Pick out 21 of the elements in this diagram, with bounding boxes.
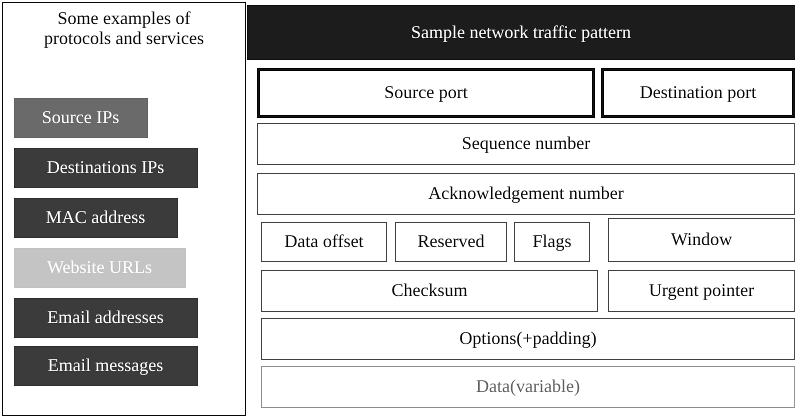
field-box: Acknowledgement number [257,173,795,215]
panel-box [2,2,246,416]
item-label: Website URLs [14,248,186,288]
field-box: Source port [257,68,595,118]
field-box: Reserved [395,222,507,262]
field-box: Checksum [261,270,598,312]
panel-heading: Some examples of protocols and services [43,9,205,49]
field-box: Data offset [261,222,387,262]
item-label: Email messages [14,346,198,386]
item-label: MAC address [14,198,178,238]
item-label: Email addresses [14,298,198,338]
field-box: Data(variable) [261,366,795,408]
item-label: Source IPs [14,98,148,138]
item-label: Destinations IPs [14,148,198,188]
field-box: Destination port [601,68,795,118]
field-box: Options(+padding) [261,318,795,360]
field-box: Urgent pointer [608,270,795,312]
field-box: Sequence number [257,123,795,165]
header-bar: Sample network traffic pattern [247,5,795,60]
field-box: Window [608,218,795,262]
field-box: Flags [514,222,590,262]
